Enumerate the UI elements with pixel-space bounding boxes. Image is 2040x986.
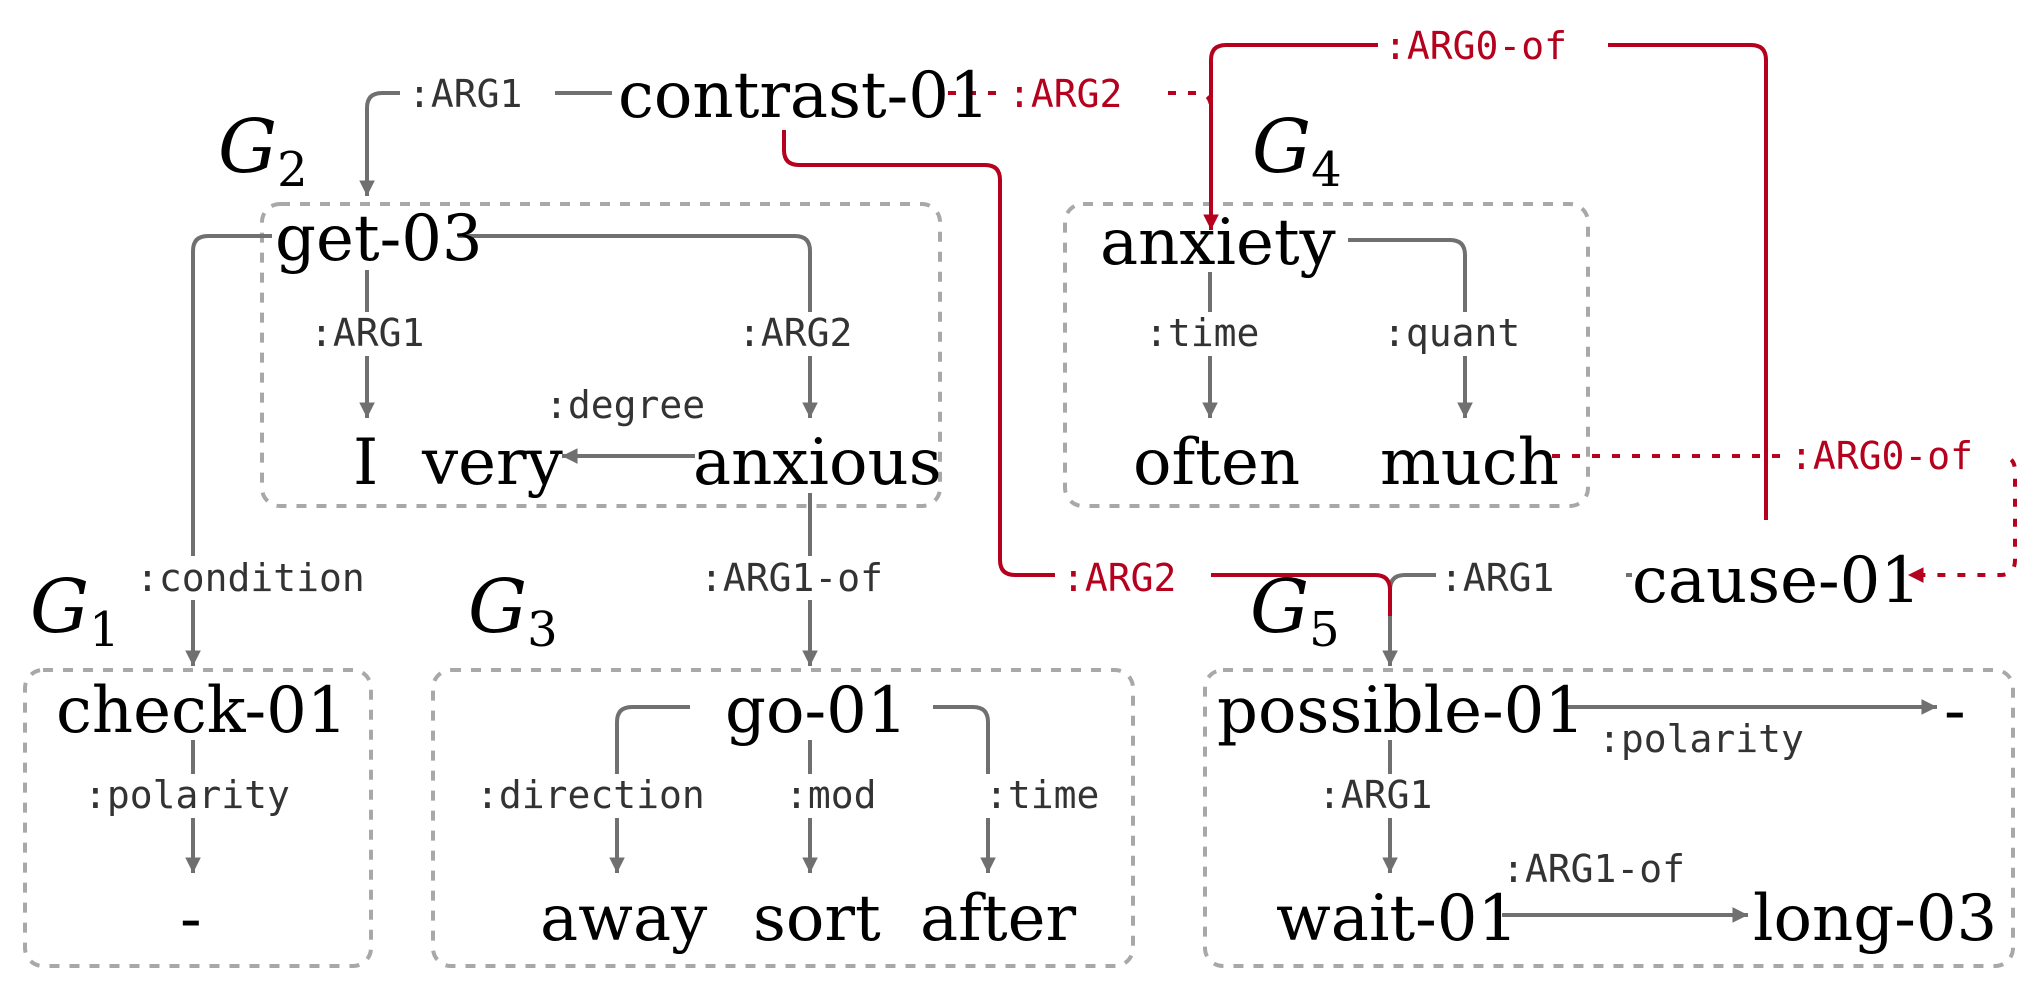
- label-contrast-arg2: :ARG2: [1008, 72, 1122, 116]
- node-anxious: anxious: [693, 426, 942, 500]
- edge-get-arg2: [458, 234, 818, 419]
- node-anxiety: anxiety: [1100, 206, 1336, 280]
- edge-contrast-arg2-solid: [782, 130, 1392, 616]
- edge-quant: [1348, 238, 1473, 419]
- node-get-03: get-03: [275, 202, 483, 276]
- node-i: I: [353, 426, 378, 500]
- edge-contrast-arg2-dotted: [948, 91, 1213, 140]
- label-possible-arg1: :ARG1: [1318, 773, 1432, 817]
- edge-time1: [933, 705, 996, 874]
- label-much-arg0of: :ARG0-of: [1790, 434, 1973, 478]
- label-anxiety-arg0of: :ARG0-of: [1384, 24, 1567, 68]
- group-label-g1: G1: [30, 564, 120, 658]
- label-condition: :condition: [136, 556, 365, 600]
- group-label-g3: G3: [468, 564, 558, 658]
- node-sort: sort: [753, 882, 881, 956]
- node-very: very: [421, 426, 563, 500]
- node-negation-2: -: [1944, 674, 1966, 748]
- node-much: much: [1380, 426, 1559, 500]
- node-cause-01: cause-01: [1632, 544, 1921, 618]
- group-label-g2: G2: [218, 104, 308, 198]
- node-long-03: long-03: [1753, 882, 1997, 956]
- label-quant: :quant: [1383, 311, 1520, 355]
- label-contrast-arg2-b: :ARG2: [1062, 556, 1176, 600]
- label-mod: :mod: [785, 773, 877, 817]
- label-get-arg2: :ARG2: [738, 311, 852, 355]
- edge-condition: [185, 234, 272, 667]
- node-often: often: [1133, 426, 1300, 500]
- group-box-g4: [1063, 202, 1590, 508]
- label-direction: :direction: [476, 773, 705, 817]
- node-possible-01: possible-01: [1217, 674, 1585, 748]
- label-time1: :time: [985, 773, 1099, 817]
- label-wait-arg1of: :ARG1-of: [1502, 847, 1685, 891]
- group-box-g1: [23, 668, 373, 968]
- label-contrast-arg1: :ARG1: [408, 72, 522, 116]
- group-label-g4: G4: [1252, 104, 1342, 198]
- label-polarity1: :polarity: [84, 773, 290, 817]
- node-wait-01: wait-01: [1276, 882, 1518, 956]
- edge-direction: [609, 705, 690, 874]
- label-arg1of: :ARG1-of: [700, 556, 883, 600]
- node-negation-1: -: [180, 882, 202, 956]
- node-go-01: go-01: [725, 674, 908, 748]
- label-cause-arg1: :ARG1: [1440, 556, 1554, 600]
- edge-contrast-arg1: [359, 91, 612, 197]
- node-contrast-01: contrast-01: [618, 59, 990, 133]
- node-check-01: check-01: [56, 674, 348, 748]
- label-time2: :time: [1145, 311, 1259, 355]
- node-after: after: [920, 882, 1076, 956]
- label-get-arg1: :ARG1: [310, 311, 424, 355]
- node-away: away: [540, 882, 707, 956]
- group-box-g5: [1203, 668, 2015, 968]
- group-box-g3: [431, 668, 1135, 968]
- group-label-g5: G5: [1250, 564, 1340, 658]
- group-box-g2: [260, 202, 942, 508]
- label-degree: :degree: [545, 383, 705, 427]
- label-polarity2: :polarity: [1598, 717, 1804, 761]
